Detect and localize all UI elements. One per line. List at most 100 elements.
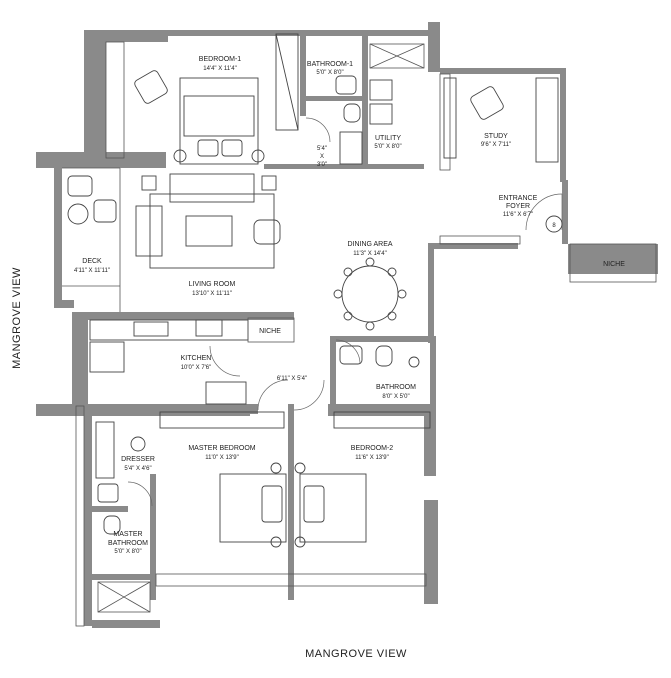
wall <box>36 152 166 168</box>
shaft <box>369 43 425 69</box>
bedroom1-dim: 14'4" X 11'4" <box>203 66 236 72</box>
dining-dim: 11'3" X 14'4" <box>353 251 386 257</box>
stove <box>195 319 223 337</box>
wall <box>92 506 128 512</box>
niche-kitchen-box <box>247 317 295 343</box>
bed <box>219 473 287 543</box>
wall <box>250 404 258 414</box>
foyer-name-2: FOYER <box>506 203 530 210</box>
window <box>439 235 521 245</box>
study-name: STUDY <box>484 133 508 140</box>
passage-dim-1: 5'4" <box>317 146 327 152</box>
wall <box>428 22 440 72</box>
desk <box>535 77 559 163</box>
door-swing <box>335 339 361 365</box>
closet <box>339 131 363 165</box>
wall <box>92 620 160 628</box>
sink <box>335 75 357 95</box>
walls <box>36 22 658 628</box>
living-dim: 13'10" X 11'11" <box>192 291 232 297</box>
wall <box>54 168 62 308</box>
washer <box>369 79 393 101</box>
wall <box>424 500 438 604</box>
wardrobe <box>275 33 299 131</box>
entry-badge: 8 <box>552 223 556 229</box>
deck-dim: 4'11" X 11'11" <box>74 268 110 274</box>
study-chair <box>470 86 504 120</box>
outlines <box>62 41 657 627</box>
toilet <box>343 103 361 123</box>
wall <box>84 30 106 160</box>
wall <box>168 30 432 36</box>
window <box>439 73 451 171</box>
furniture <box>67 33 563 548</box>
bedroom2-dim: 11'6" X 13'9" <box>355 455 388 461</box>
deck-name: DECK <box>82 258 102 265</box>
passage-dim-2: X <box>320 154 324 160</box>
bedroom1-name: BEDROOM-1 <box>199 56 242 63</box>
wall <box>330 336 336 404</box>
wall <box>424 416 436 476</box>
wall <box>568 244 658 274</box>
wall <box>62 300 74 308</box>
sink <box>339 345 363 365</box>
deck-chair <box>93 199 117 223</box>
wall <box>264 164 424 169</box>
wall <box>430 342 436 404</box>
door-swing <box>525 193 563 231</box>
niche-right-box <box>569 243 657 283</box>
bed <box>179 77 259 165</box>
wall <box>72 312 294 320</box>
window <box>75 405 85 627</box>
deck-table <box>67 203 89 225</box>
wall <box>562 180 568 244</box>
bathroom-dim: 8'0" X 5'0" <box>382 394 409 400</box>
niche-kitchen: NICHE <box>259 328 281 335</box>
niche-right: NICHE <box>603 261 625 268</box>
dining-table <box>341 265 399 323</box>
wall <box>362 36 368 168</box>
wall <box>336 336 436 342</box>
bed <box>299 473 367 543</box>
kitchen-lower-counter <box>89 341 125 373</box>
armchair <box>134 70 168 104</box>
wall <box>440 68 562 74</box>
window <box>105 41 125 159</box>
counter <box>89 319 249 341</box>
utility-name: UTILITY <box>375 135 401 142</box>
side-sofa <box>135 205 163 257</box>
master-bathroom-dim: 5'0" X 8'0" <box>114 549 141 555</box>
dresser-closet <box>95 421 115 479</box>
living-name: LIVING ROOM <box>189 281 236 288</box>
door-swing <box>293 379 325 411</box>
wardrobe <box>159 411 285 429</box>
lounge-chair <box>253 219 281 245</box>
wall <box>428 249 434 343</box>
door-swing <box>257 379 289 411</box>
wall <box>36 404 250 416</box>
wall <box>288 404 294 600</box>
coffee-table <box>185 215 233 247</box>
study-dim: 9'6" X 7'11" <box>481 142 511 148</box>
wall <box>300 36 306 116</box>
entry-badge-circle <box>545 215 563 233</box>
dryer <box>369 103 393 125</box>
dresser-stool <box>130 436 146 452</box>
lamp <box>261 175 277 191</box>
toilet <box>103 515 121 535</box>
toilet <box>375 345 393 367</box>
lamp <box>141 175 157 191</box>
wall <box>150 474 156 600</box>
master-bedroom-name: MASTER BEDROOM <box>188 445 255 452</box>
door-swing <box>209 345 241 377</box>
bedroom2-name: BEDROOM-2 <box>351 445 394 452</box>
door-swing <box>127 481 153 507</box>
kitchen-dim: 10'0" X 7'6" <box>181 365 212 371</box>
deck-chair <box>67 175 93 197</box>
passage-dim-3: 3'0" <box>317 162 327 168</box>
utility-dim: 5'0" X 8'0" <box>374 144 401 150</box>
fridge <box>205 381 247 405</box>
wall <box>428 243 518 249</box>
wall <box>84 416 92 626</box>
